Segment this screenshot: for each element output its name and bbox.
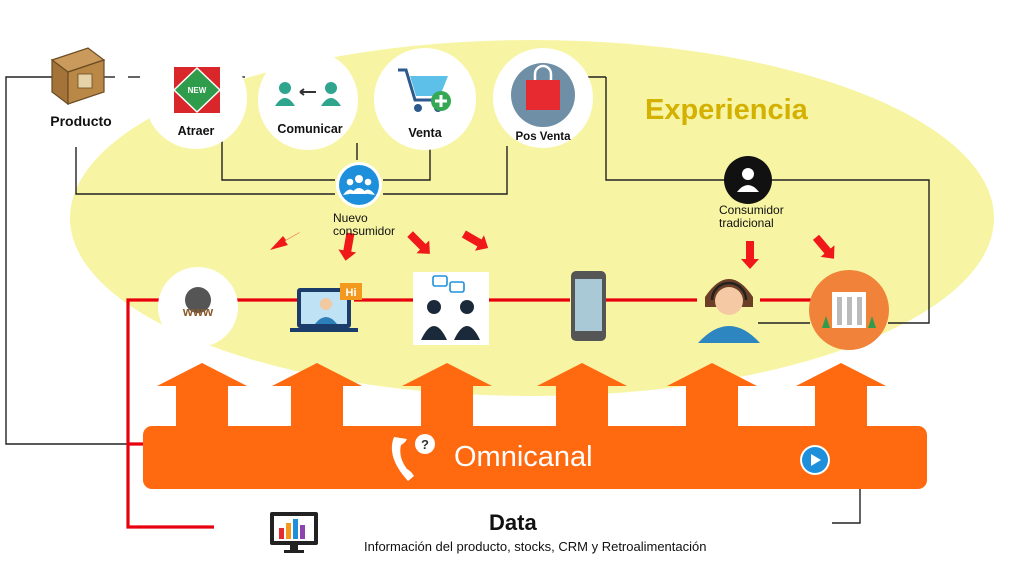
- omnichannel-label: Omnicanal: [454, 441, 593, 473]
- data-title: Data: [489, 510, 537, 535]
- traditional-consumer-line1: Consumidor: [719, 203, 784, 217]
- orange-arrow: [402, 363, 492, 430]
- orange-arrow: [537, 363, 627, 430]
- traditional-consumer-line2: tradicional: [719, 216, 774, 230]
- globe-www-icon: www: [158, 267, 238, 347]
- orange-arrow: [272, 363, 362, 430]
- svg-text:Hi: Hi: [346, 287, 357, 299]
- orange-arrow: [796, 363, 886, 430]
- social-conversation-icon: [413, 272, 489, 345]
- new-tag-icon: NEW: [172, 66, 222, 114]
- orange-arrows: [157, 363, 886, 430]
- phone-question-icon: ?: [391, 434, 435, 481]
- svg-text:NEW: NEW: [188, 86, 207, 95]
- red-arrow: [812, 234, 835, 259]
- store-building-icon: [809, 270, 889, 350]
- experience-title: Experiencia: [645, 94, 808, 126]
- people-exchange-icon: [275, 82, 341, 106]
- red-channel-lines: [126, 298, 812, 529]
- new-consumer-label: Nuevo consumidor: [333, 212, 395, 238]
- svg-text:?: ?: [421, 437, 429, 452]
- red-arrow: [270, 232, 300, 250]
- traditional-consumer-label: Consumidor tradicional: [719, 204, 784, 230]
- new-consumer-line1: Nuevo: [333, 211, 368, 225]
- person-icon: [724, 156, 772, 204]
- monitor-chart-icon: [270, 512, 318, 553]
- red-arrow: [338, 232, 357, 261]
- group-icon: [336, 162, 382, 208]
- shopping-cart-plus-icon: [398, 68, 451, 112]
- play-button-icon[interactable]: [800, 445, 830, 475]
- stage-label-producto: Producto: [50, 113, 112, 129]
- stage-label-comunicar: Comunicar: [277, 122, 343, 136]
- stage-label-posventa: Pos Venta: [515, 131, 571, 143]
- red-arrow: [741, 241, 759, 269]
- red-pointer-arrows: [270, 230, 835, 269]
- omnichannel-bar: [143, 426, 927, 489]
- comunicar-circle: [258, 50, 358, 150]
- data-subtitle: Información del producto, stocks, CRM y …: [364, 539, 707, 554]
- video-chat-icon: Hi: [290, 283, 362, 332]
- smartphone-icon: [571, 271, 606, 341]
- call-center-agent-icon: [698, 279, 760, 343]
- product-box-icon: [50, 47, 106, 106]
- stage-label-venta: Venta: [408, 126, 442, 140]
- orange-arrow: [667, 363, 757, 430]
- shopping-bag-icon: [511, 63, 575, 127]
- connector-lines: [5, 76, 930, 524]
- new-consumer-line2: consumidor: [333, 224, 396, 238]
- svg-text:www: www: [182, 304, 214, 319]
- stage-label-atraer: Atraer: [177, 124, 215, 138]
- red-arrow: [461, 230, 489, 251]
- orange-arrow: [157, 363, 247, 430]
- red-arrow: [407, 231, 430, 254]
